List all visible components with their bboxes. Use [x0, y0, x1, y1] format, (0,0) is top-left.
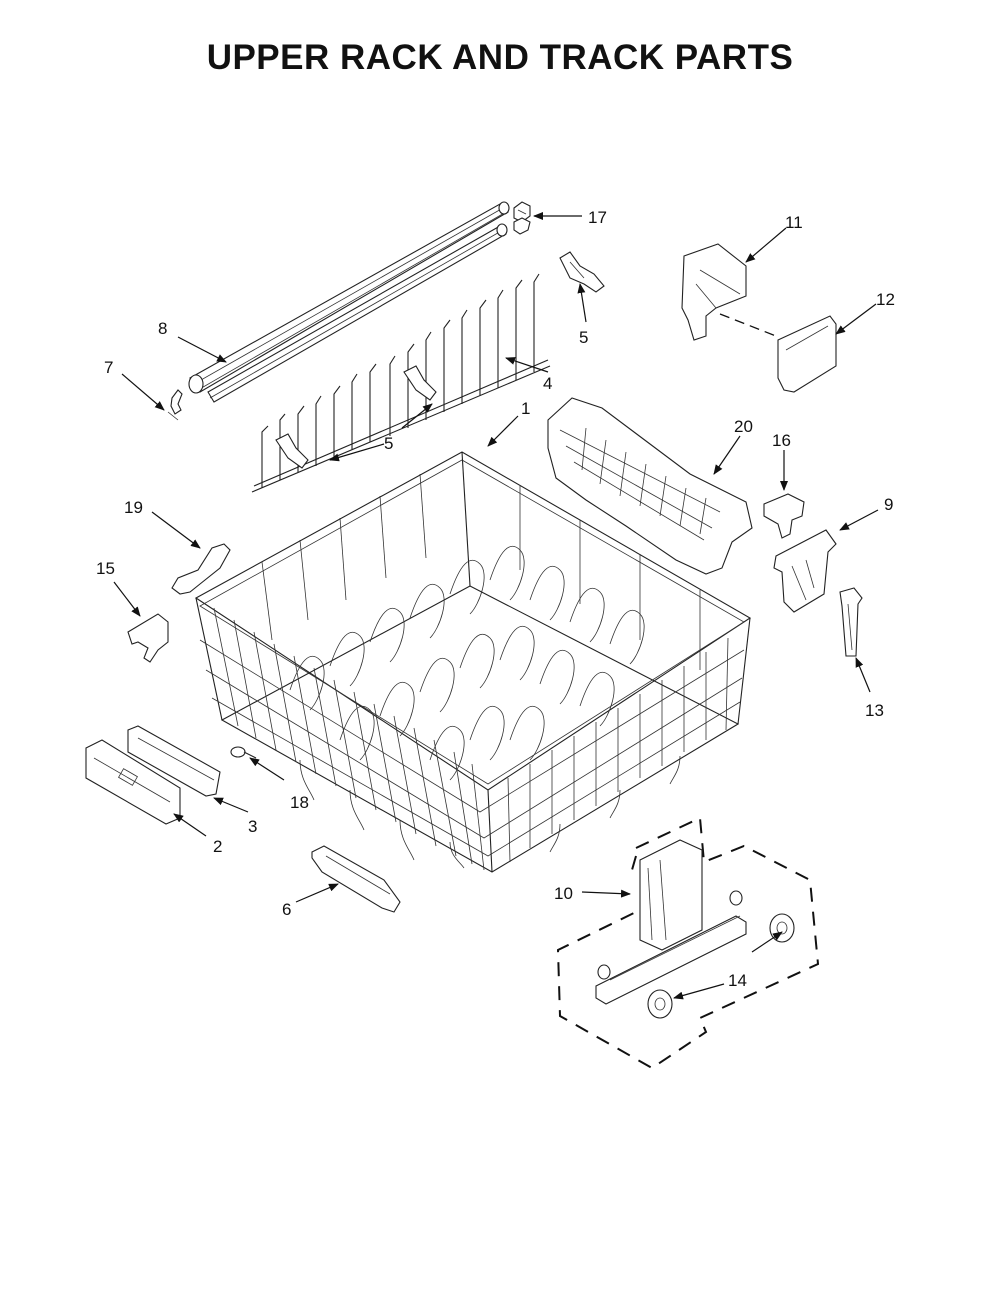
callout-20: 20 — [734, 417, 753, 436]
callout-5-top: 5 — [579, 328, 588, 347]
callout-5-mid: 5 — [384, 434, 393, 453]
callout-18: 18 — [290, 793, 309, 812]
track-stop-part — [681, 243, 747, 341]
callout-7: 7 — [104, 358, 113, 377]
rail-end-cap-part — [513, 201, 531, 235]
arm-part — [171, 543, 231, 595]
callout-2: 2 — [213, 837, 222, 856]
bracket-part — [127, 613, 169, 663]
callout-17: 17 — [588, 208, 607, 227]
callout-8: 8 — [158, 319, 167, 338]
lever-part — [839, 587, 863, 657]
callout-10: 10 — [554, 884, 573, 903]
callout-11: 11 — [785, 213, 803, 232]
callout-9: 9 — [884, 495, 893, 514]
callout-3: 3 — [248, 817, 257, 836]
callout-13: 13 — [865, 701, 884, 720]
screw-part — [230, 746, 257, 759]
callout-16: 16 — [772, 431, 791, 450]
tine-clip-part — [559, 251, 605, 293]
track-guide-part — [311, 845, 401, 913]
cutlery-basket-part — [547, 397, 753, 575]
adjuster-assembly-group — [556, 816, 820, 1070]
handle-base-part — [127, 725, 221, 797]
callout-6: 6 — [282, 900, 291, 919]
rack-clip-part — [763, 493, 805, 539]
rail-clip-part — [167, 389, 183, 421]
callout-14: 14 — [728, 971, 747, 990]
callout-1: 1 — [521, 399, 530, 418]
leader-lines — [113, 212, 879, 1000]
callout-15: 15 — [96, 559, 115, 578]
callout-19: 19 — [124, 498, 143, 517]
adjuster-cover-part — [777, 315, 837, 393]
adjuster-part — [773, 529, 837, 613]
tine-row-part — [251, 273, 551, 493]
callout-12: 12 — [876, 290, 895, 309]
page-title: UPPER RACK AND TRACK PARTS — [206, 38, 794, 77]
upper-rack-part — [194, 451, 752, 873]
callout-4: 4 — [543, 374, 552, 393]
track-rail-part — [188, 201, 510, 403]
